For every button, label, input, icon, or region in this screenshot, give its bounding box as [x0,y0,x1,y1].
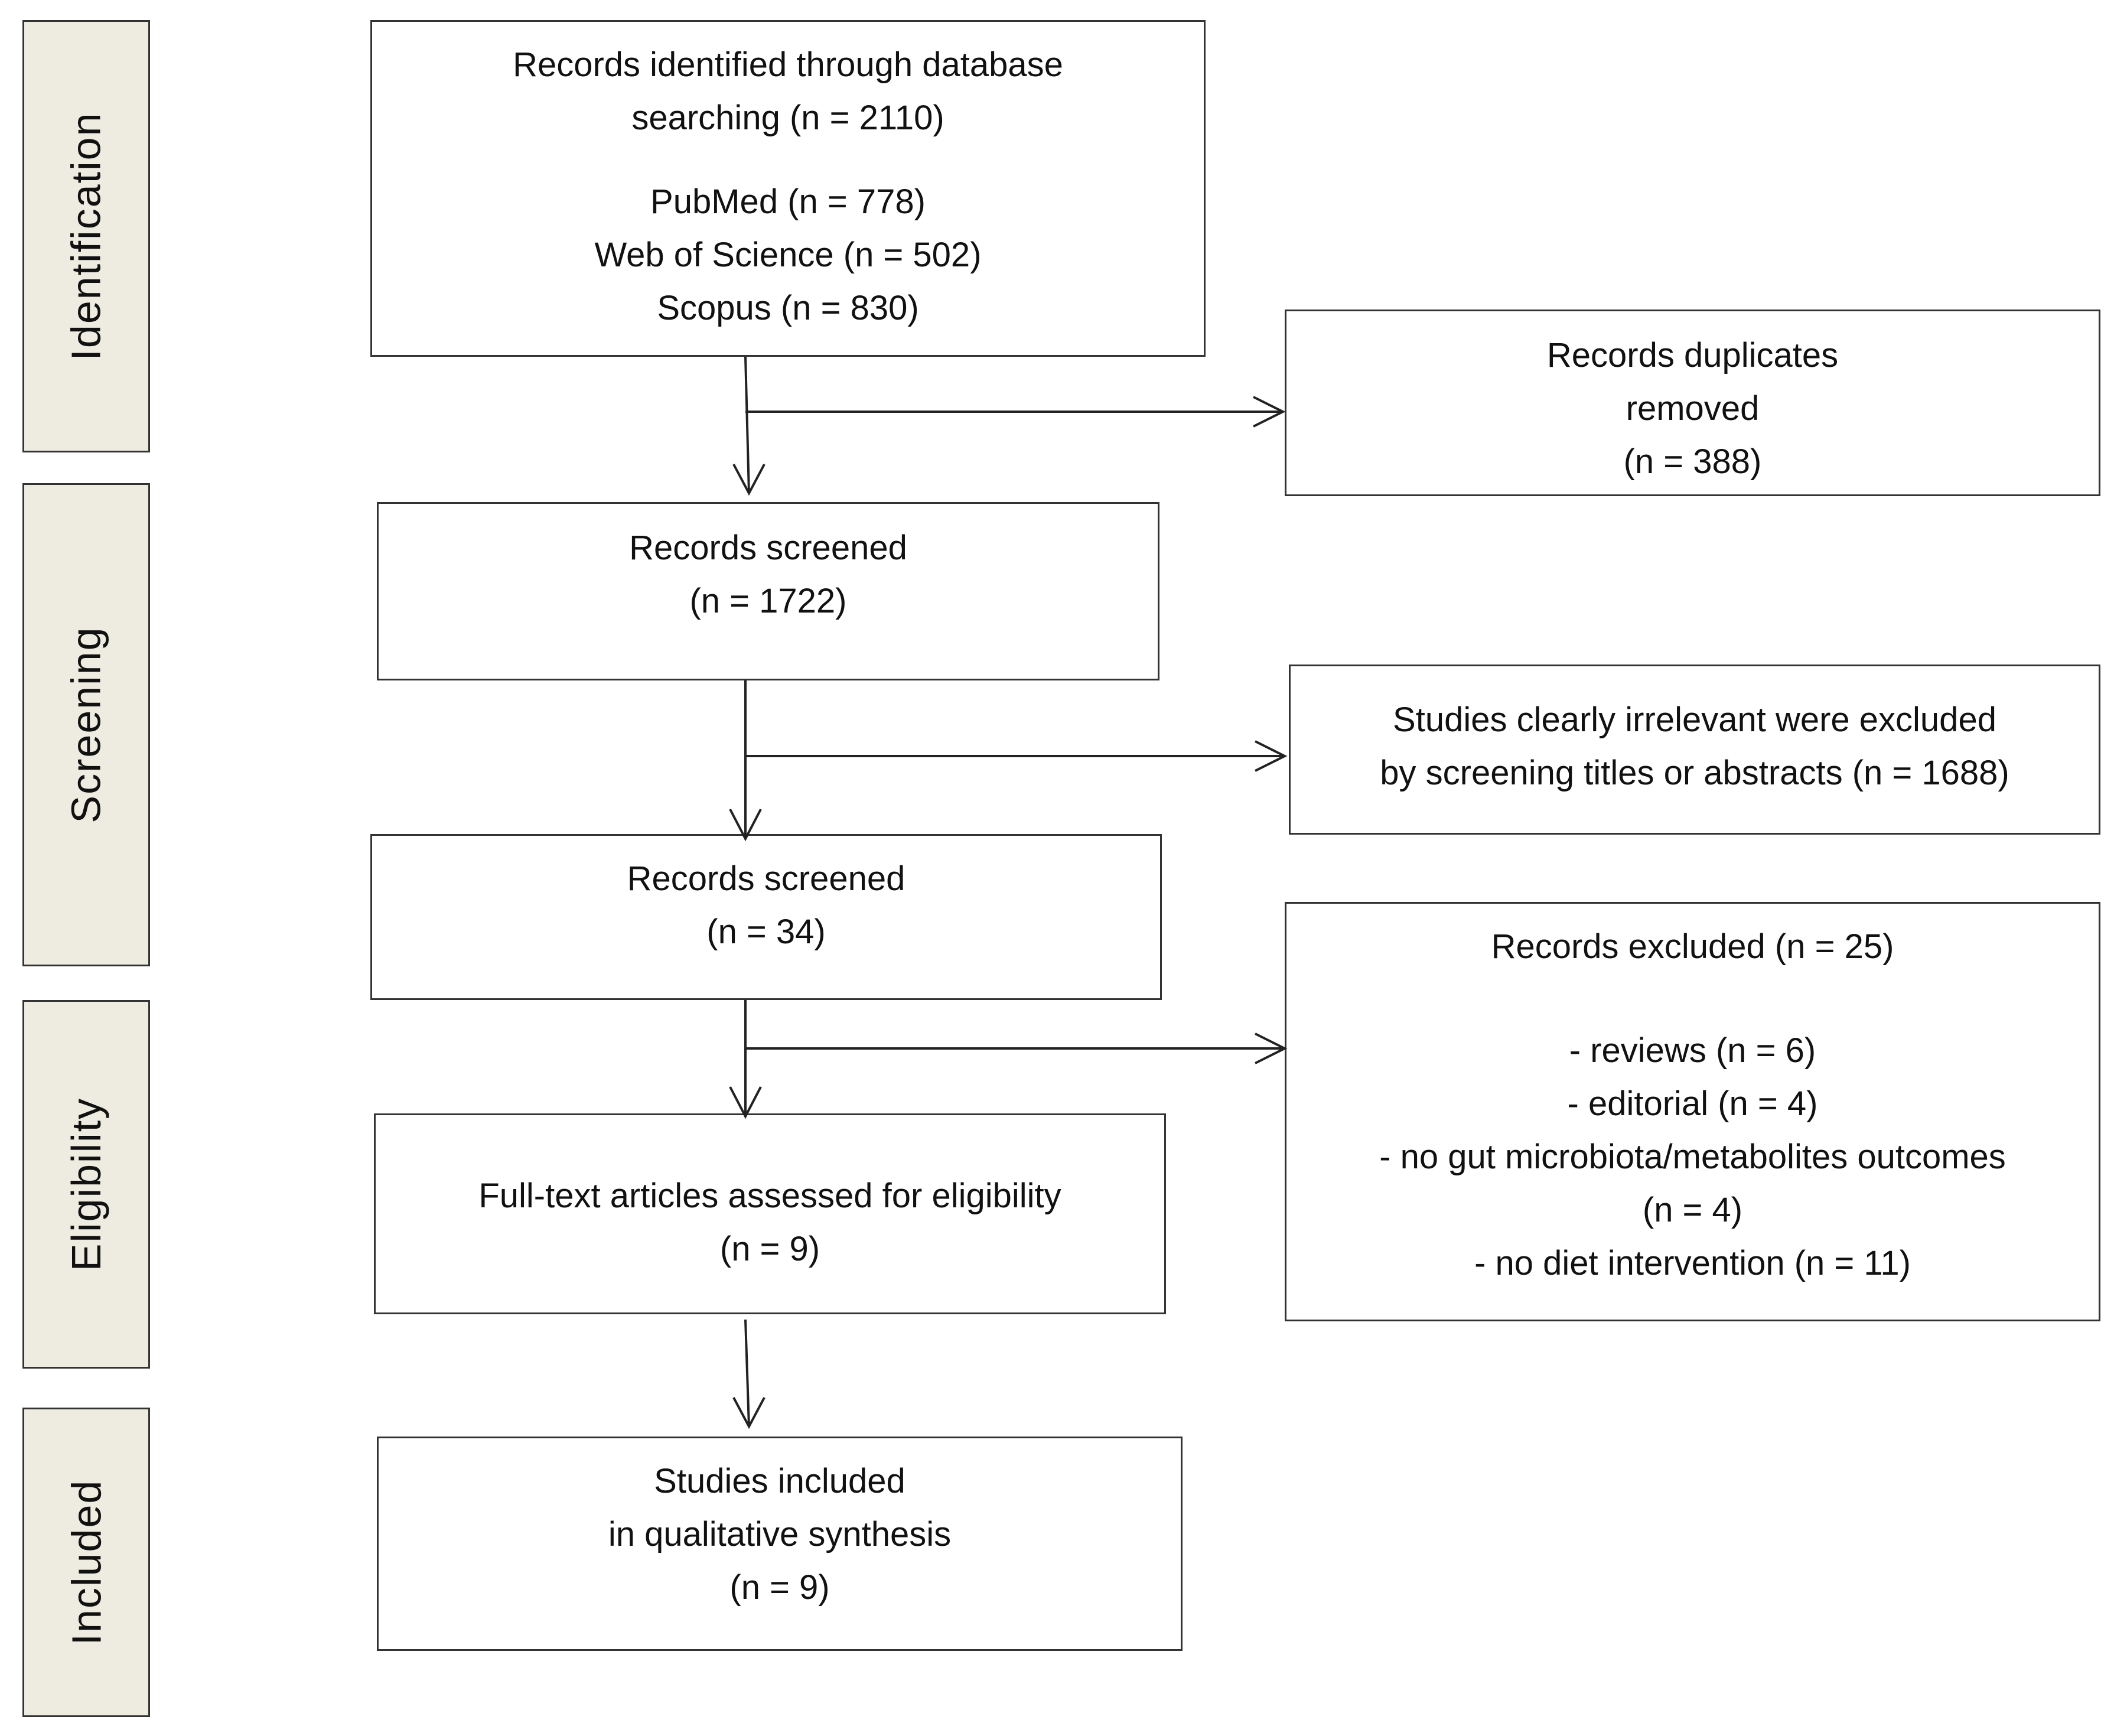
records-screened-1-count: (n = 1722) [689,582,847,620]
arrowhead-to-excluded [1255,1033,1288,1064]
exclusion-reason-reviews: - reviews (n = 6) [1569,1031,1816,1070]
exclusion-reason-no-outcomes: - no gut microbiota/metabolites outcomes [1379,1138,2006,1176]
arrowhead-to-duplicates [1253,396,1286,428]
records-excluded-title: Records excluded (n = 25) [1491,927,1894,966]
phase-screening: Screening [22,483,150,966]
records-screened-box-1: Records screened (n = 1722) [377,502,1159,680]
records-screened-2-label: Records screened [627,859,905,898]
arrow-fulltext-to-included [744,1319,750,1427]
arrowhead-fulltext-to-included [732,1397,766,1429]
records-screened-box-2: Records screened (n = 34) [370,834,1162,1000]
web-of-science-count: Web of Science (n = 502) [594,236,982,274]
phase-included-label: Included [63,1479,109,1646]
arrowhead-identified-to-screened [732,464,766,496]
exclusion-reason-no-diet: - no diet intervention (n = 11) [1474,1244,1911,1282]
records-identified-box: Records identified through database sear… [370,20,1206,357]
records-excluded-box: Records excluded (n = 25) - reviews (n =… [1285,902,2100,1321]
duplicates-count: (n = 388) [1623,442,1762,481]
records-screened-1-label: Records screened [629,529,907,567]
irrelevant-line2: by screening titles or abstracts (n = 16… [1380,754,2009,792]
scopus-count: Scopus (n = 830) [657,289,919,327]
studies-included-count: (n = 9) [729,1568,830,1607]
records-identified-line2: searching (n = 2110) [631,99,944,137]
arrowhead-to-irrelevant [1255,740,1288,772]
phase-identification: Identification [22,20,150,452]
pubmed-count: PubMed (n = 778) [650,183,926,221]
studies-included-box: Studies included in qualitative synthesi… [377,1437,1183,1651]
arrow-identified-to-screened [744,356,750,494]
studies-included-line1: Studies included [654,1462,905,1500]
irrelevant-line1: Studies clearly irrelevant were excluded [1393,701,1996,739]
full-text-assessed-box: Full-text articles assessed for eligibil… [374,1113,1166,1314]
duplicates-line1: Records duplicates [1546,336,1839,374]
phase-eligibility-label: Eligibility [63,1097,109,1272]
phase-eligibility: Eligibility [22,1000,150,1369]
phase-screening-label: Screening [63,626,109,823]
records-identified-line1: Records identified through database [513,45,1063,84]
duplicates-removed-box: Records duplicates removed (n = 388) [1285,310,2100,496]
arrowhead-screened2-to-fulltext [729,1086,762,1119]
exclusion-reason-no-outcomes-count: (n = 4) [1642,1191,1743,1229]
records-screened-2-count: (n = 34) [706,913,826,951]
duplicates-line2: removed [1626,389,1760,428]
full-text-count: (n = 9) [719,1230,820,1268]
exclusion-reason-editorial: - editorial (n = 4) [1567,1084,1818,1123]
full-text-label: Full-text articles assessed for eligibil… [478,1177,1061,1215]
phase-included: Included [22,1408,150,1717]
irrelevant-excluded-box: Studies clearly irrelevant were excluded… [1289,665,2100,835]
phase-identification-label: Identification [63,112,110,361]
studies-included-line2: in qualitative synthesis [608,1515,952,1553]
